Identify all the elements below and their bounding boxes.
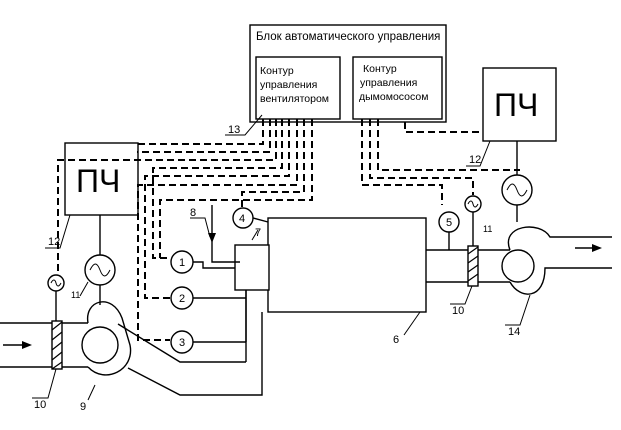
sensor-3-label: 3 bbox=[179, 337, 185, 349]
frequency-converter-right-label: ПЧ bbox=[494, 87, 538, 123]
motor-right-icon bbox=[506, 183, 528, 197]
exhauster-loop-line-3: дымомососом bbox=[359, 91, 428, 103]
exhauster-impeller bbox=[501, 249, 535, 283]
exhauster-volute bbox=[507, 226, 612, 251]
callout-9: 9 bbox=[80, 401, 86, 413]
fan-loop-line-1: Контур bbox=[260, 65, 294, 77]
burner bbox=[234, 244, 270, 291]
callout-11-right: 11 bbox=[483, 224, 492, 234]
callout-10-left: 10 bbox=[34, 399, 46, 411]
sensor-4-label: 4 bbox=[239, 213, 245, 225]
exhauster-loop-box bbox=[352, 56, 443, 120]
frequency-converter-left-label: ПЧ bbox=[76, 163, 120, 199]
callout-11-left: 11 bbox=[71, 290, 80, 300]
fan-impeller bbox=[81, 326, 119, 364]
fan-loop-box bbox=[255, 56, 341, 120]
fan-loop-line-3: вентилятором bbox=[260, 93, 329, 105]
damper-drive-right-icon bbox=[467, 200, 479, 208]
control-signal-lines bbox=[56, 119, 520, 341]
callout-8: 8 bbox=[190, 207, 196, 219]
frequency-converter-right bbox=[482, 67, 557, 142]
callout-7: 7 bbox=[255, 227, 261, 239]
fan-volute bbox=[87, 301, 132, 376]
fan-loop-line-2: управления bbox=[260, 79, 317, 91]
outlet-arrow bbox=[592, 244, 602, 252]
control-block-title: Блок автоматического управления bbox=[256, 31, 440, 43]
callout-13: 13 bbox=[228, 124, 240, 136]
frequency-converter-left bbox=[64, 142, 139, 216]
exhauster-loop-line-2: управления bbox=[360, 77, 417, 89]
inlet-arrow bbox=[22, 341, 32, 349]
sensor-5-label: 5 bbox=[446, 217, 452, 229]
fuel-line bbox=[211, 205, 240, 263]
sensor-1-label: 1 bbox=[179, 257, 185, 269]
callout-12-right: 12 bbox=[469, 154, 481, 166]
motor-left-icon bbox=[89, 263, 111, 277]
damper-drive-left-icon bbox=[50, 279, 62, 287]
sensor-2-label: 2 bbox=[179, 293, 185, 305]
callout-10-right: 10 bbox=[452, 305, 464, 317]
boiler-body bbox=[267, 217, 427, 313]
cable-leader bbox=[225, 114, 263, 136]
damper-left bbox=[51, 320, 63, 370]
callout-12-left: 12 bbox=[48, 236, 60, 248]
callout-14: 14 bbox=[508, 326, 520, 338]
exhauster-loop-line-1: Контур bbox=[363, 63, 397, 75]
callout-6: 6 bbox=[393, 334, 399, 346]
